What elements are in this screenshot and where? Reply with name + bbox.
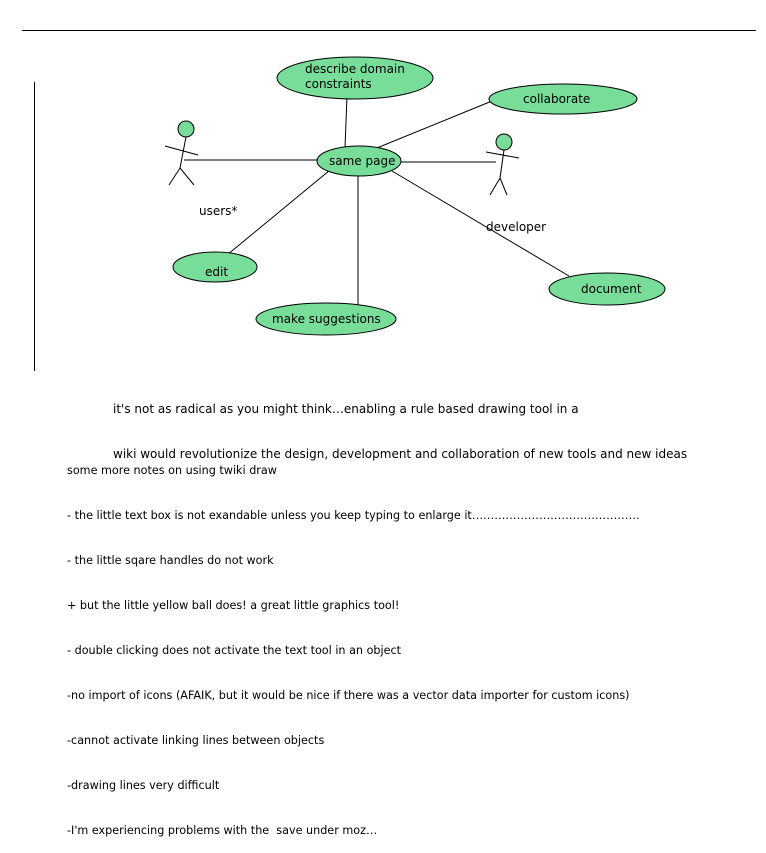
- note-item: + but the little yellow ball does! a gre…: [67, 599, 400, 612]
- usecase-describe-line1: describe domain: [305, 62, 405, 76]
- usecase-describe-line2: constraints: [305, 77, 372, 91]
- usecase-collaborate[interactable]: collaborate: [488, 83, 638, 115]
- link-samepage-edit: [226, 169, 331, 256]
- note-item: -cannot activate linking lines between o…: [67, 734, 325, 747]
- usecase-same-page-label: same page: [329, 154, 395, 168]
- usecase-describe-domain-constraints[interactable]: describe domain constraints: [276, 56, 434, 100]
- top-divider: [22, 30, 756, 31]
- usecase-collaborate-label: collaborate: [523, 92, 590, 106]
- summary-line: wiki would revolutionize the design, dev…: [113, 447, 688, 461]
- summary-paragraph: it's not as radical as you might think…e…: [113, 372, 753, 477]
- link-describe-samepage: [344, 95, 348, 149]
- developer-actor-icon: [485, 133, 520, 196]
- note-item: - the little text box is not exandable u…: [67, 509, 640, 522]
- link-collaborate-samepage: [371, 100, 493, 151]
- usecase-make-suggestions[interactable]: make suggestions: [255, 302, 397, 336]
- usecase-make-suggestions-label: make suggestions: [272, 312, 381, 326]
- users-actor-label: users*: [199, 204, 237, 218]
- summary-line: it's not as radical as you might think…e…: [113, 402, 579, 416]
- link-samepage-document: [391, 170, 570, 277]
- users-actor-icon: [164, 120, 199, 186]
- notes-list: some more notes on using twiki draw - th…: [67, 433, 757, 853]
- note-item: -no import of icons (AFAIK, but it would…: [67, 689, 630, 702]
- developer-actor-label: developer: [486, 220, 546, 234]
- note-item: -drawing lines very difficult: [67, 779, 220, 792]
- note-item: - double clicking does not activate the …: [67, 644, 402, 657]
- note-item: -I'm experiencing problems with the save…: [67, 824, 378, 837]
- usecase-edit-label: edit: [205, 265, 228, 279]
- note-item: - the little sqare handles do not work: [67, 554, 274, 567]
- usecase-document-label: document: [581, 282, 642, 296]
- use-case-diagram: describe domain constraints collaborate …: [164, 56, 666, 336]
- notes-heading: some more notes on using twiki draw: [67, 464, 277, 477]
- usecase-document[interactable]: document: [548, 272, 666, 306]
- usecase-edit[interactable]: edit: [172, 251, 258, 283]
- left-margin-line: [34, 82, 35, 371]
- usecase-same-page[interactable]: same page: [316, 145, 402, 177]
